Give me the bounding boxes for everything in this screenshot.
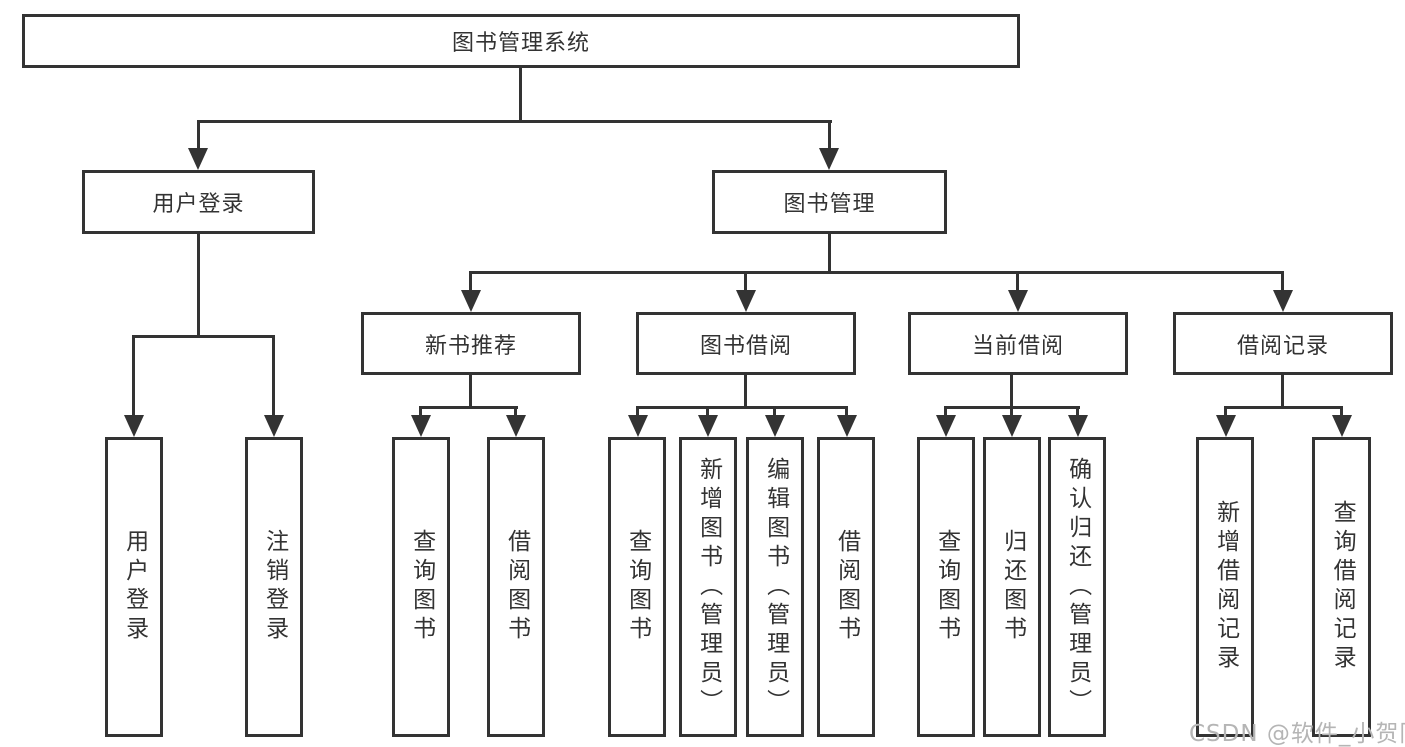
connector-newbook-stub <box>469 271 472 292</box>
arrowhead-add-book <box>698 415 718 437</box>
arrowhead-return-book <box>1002 415 1022 437</box>
connector-stub <box>944 406 947 417</box>
connector-stub <box>1010 406 1013 417</box>
connector-bookmgmt-stub <box>828 120 831 150</box>
node-book-management: 图书管理 <box>712 170 947 234</box>
node-edit-book-admin: 编辑图书（管理员） <box>746 437 804 737</box>
node-label: 用户登录 <box>152 192 245 217</box>
connector-userlogin-hline <box>132 335 275 338</box>
connector-borrowmod-vline <box>744 373 747 409</box>
arrowhead-query-book-1 <box>411 415 431 437</box>
node-confirm-return-admin: 确认归还（管理员） <box>1048 437 1106 737</box>
node-user-login: 用户登录 <box>82 170 315 234</box>
node-label: 新增借阅记录 <box>1212 500 1239 674</box>
arrowhead-confirm-return <box>1068 415 1088 437</box>
arrowhead-borrowmod <box>736 290 756 312</box>
arrowhead-newbook <box>461 290 481 312</box>
connector-newbook-hline <box>419 406 518 409</box>
connector-currentborrow-stub <box>1016 271 1019 292</box>
arrowhead-query-book-2 <box>628 415 648 437</box>
node-query-book-borrowmod: 查询图书 <box>608 437 666 737</box>
node-label: 用户登录 <box>121 529 148 645</box>
csdn-watermark: CSDN @软件_小贺同学 <box>1189 721 1405 747</box>
connector-stub <box>773 406 776 417</box>
node-user-login-leaf: 用户登录 <box>105 437 163 737</box>
node-query-book-recommend: 查询图书 <box>392 437 450 737</box>
connector-root-vline <box>519 66 522 122</box>
connector-newbook-vline <box>469 373 472 409</box>
node-label: 确认归还（管理员） <box>1064 456 1091 718</box>
node-return-book: 归还图书 <box>983 437 1041 737</box>
node-query-book-current: 查询图书 <box>917 437 975 737</box>
connector-stub <box>514 406 517 417</box>
node-label: 查询图书 <box>933 529 960 645</box>
node-label: 图书管理 <box>783 192 876 217</box>
connector-records-vline <box>1281 373 1284 409</box>
node-query-borrow-record: 查询借阅记录 <box>1312 437 1371 737</box>
node-new-book-recommend: 新书推荐 <box>361 312 581 375</box>
arrowhead-borrow-book-2 <box>837 415 857 437</box>
node-borrow-book-recommend: 借阅图书 <box>487 437 545 737</box>
node-label: 查询图书 <box>624 529 651 645</box>
arrowhead-currentborrow <box>1008 290 1028 312</box>
connector-root-hline <box>197 120 832 123</box>
connector-borrowmod-stub <box>744 271 747 292</box>
connector-stub <box>1076 406 1079 417</box>
arrowhead-records <box>1273 290 1293 312</box>
node-borrow-book-borrowmod: 借阅图书 <box>817 437 875 737</box>
connector-bookmgmt-vline <box>828 232 831 274</box>
node-label: 借阅图书 <box>503 529 530 645</box>
node-book-borrowing: 图书借阅 <box>636 312 856 375</box>
arrowhead-userlogin <box>188 148 208 170</box>
connector-stub <box>1224 406 1227 417</box>
connector-stub <box>636 406 639 417</box>
node-add-borrow-record: 新增借阅记录 <box>1196 437 1254 737</box>
connector-records-stub <box>1281 271 1284 292</box>
connector-login-stub <box>132 335 135 417</box>
node-label: 查询图书 <box>408 529 435 645</box>
arrowhead-bookmgmt <box>819 148 839 170</box>
arrowhead-edit-book <box>765 415 785 437</box>
node-label: 注销登录 <box>261 529 288 645</box>
arrowhead-login <box>124 415 144 437</box>
connector-userlogin-vline <box>197 232 200 337</box>
node-library-management-system: 图书管理系统 <box>22 14 1020 68</box>
connector-logout-stub <box>272 335 275 417</box>
node-logout: 注销登录 <box>245 437 303 737</box>
connector-stub <box>706 406 709 417</box>
arrowhead-query-book-3 <box>936 415 956 437</box>
arrowhead-logout <box>264 415 284 437</box>
node-current-borrowing: 当前借阅 <box>908 312 1128 375</box>
node-label: 当前借阅 <box>971 333 1064 359</box>
connector-currentborrow-vline <box>1010 373 1013 409</box>
node-label: 编辑图书（管理员） <box>762 456 789 718</box>
node-label: 图书管理系统 <box>451 31 590 56</box>
node-borrowing-records: 借阅记录 <box>1173 312 1393 375</box>
connector-userlogin-stub <box>197 120 200 150</box>
arrowhead-add-record <box>1216 415 1236 437</box>
node-label: 新增图书（管理员） <box>695 456 722 718</box>
connector-bookmgmt-hline <box>469 271 1284 274</box>
node-label: 查询借阅记录 <box>1329 500 1356 674</box>
connector-stub <box>845 406 848 417</box>
node-label: 借阅记录 <box>1236 333 1329 359</box>
node-label: 新书推荐 <box>424 333 517 359</box>
node-label: 借阅图书 <box>833 529 860 645</box>
node-add-book-admin: 新增图书（管理员） <box>679 437 737 737</box>
connector-records-hline <box>1224 406 1343 409</box>
node-label: 归还图书 <box>999 529 1026 645</box>
arrowhead-borrow-book-1 <box>506 415 526 437</box>
connector-stub <box>419 406 422 417</box>
connector-stub <box>1340 406 1343 417</box>
node-label: 图书借阅 <box>699 333 792 359</box>
connector-borrowmod-hline <box>636 406 848 409</box>
arrowhead-query-record <box>1332 415 1352 437</box>
